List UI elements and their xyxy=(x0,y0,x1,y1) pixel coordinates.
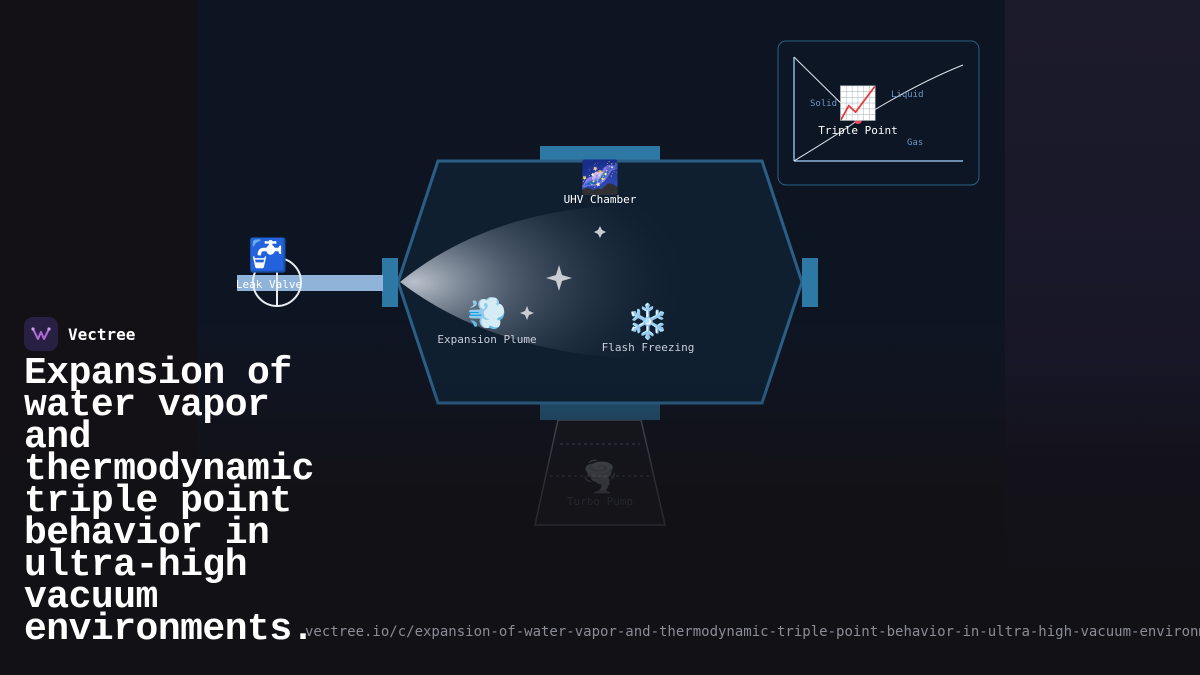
phase-diagram-card: 📈 Triple Point Solid Liquid Gas xyxy=(777,40,980,186)
expansion-plume-label: Expansion Plume xyxy=(437,333,536,346)
chamber-label: UHV Chamber xyxy=(564,193,637,206)
turbo-pump: 🌪️ Turbo Pump xyxy=(534,419,666,526)
expansion-plume-cloud xyxy=(400,204,690,361)
melting-curve xyxy=(793,56,859,121)
outlet-port xyxy=(802,258,818,307)
tornado-icon: 🌪️ xyxy=(581,458,618,495)
dashing-away-icon: 💨 xyxy=(467,294,507,332)
leak-valve[interactable] xyxy=(252,257,302,307)
sparkle-icon xyxy=(546,265,572,291)
page-url[interactable]: vectree.io/c/expansion-of-water-vapor-an… xyxy=(305,624,1200,640)
milky-way-icon: 🌌 xyxy=(580,158,620,196)
brand-name: Vectree xyxy=(68,324,136,344)
leak-valve-label: Leak Valve xyxy=(236,278,302,291)
triple-point-label: Triple Point xyxy=(818,124,897,137)
brand[interactable]: Vectree xyxy=(24,317,135,351)
sparkle-icon xyxy=(520,306,534,320)
sublimation-curve xyxy=(793,119,859,162)
solid-region-label: Solid xyxy=(810,99,837,109)
pump-label: Turbo Pump xyxy=(567,495,633,508)
liquid-region-label: Liquid xyxy=(891,90,924,100)
inlet-port xyxy=(382,258,398,307)
bottom-flange xyxy=(540,404,660,420)
sparkle-icon xyxy=(594,226,606,238)
water-faucet-icon: 🚰 xyxy=(248,236,288,274)
gas-region-label: Gas xyxy=(907,138,923,148)
vaporization-curve xyxy=(857,64,964,121)
snowflake-icon: ❄️ xyxy=(627,302,669,342)
page-title: Expansion of water vapor and thermodynam… xyxy=(24,352,314,651)
chart-increasing-icon: 📈 xyxy=(838,84,878,122)
flash-freezing-label: Flash Freezing xyxy=(602,341,695,354)
vectree-logo-icon xyxy=(24,317,58,351)
triple-point-marker xyxy=(854,116,862,124)
leak-valve-pipe xyxy=(237,275,383,291)
top-flange xyxy=(540,146,660,162)
